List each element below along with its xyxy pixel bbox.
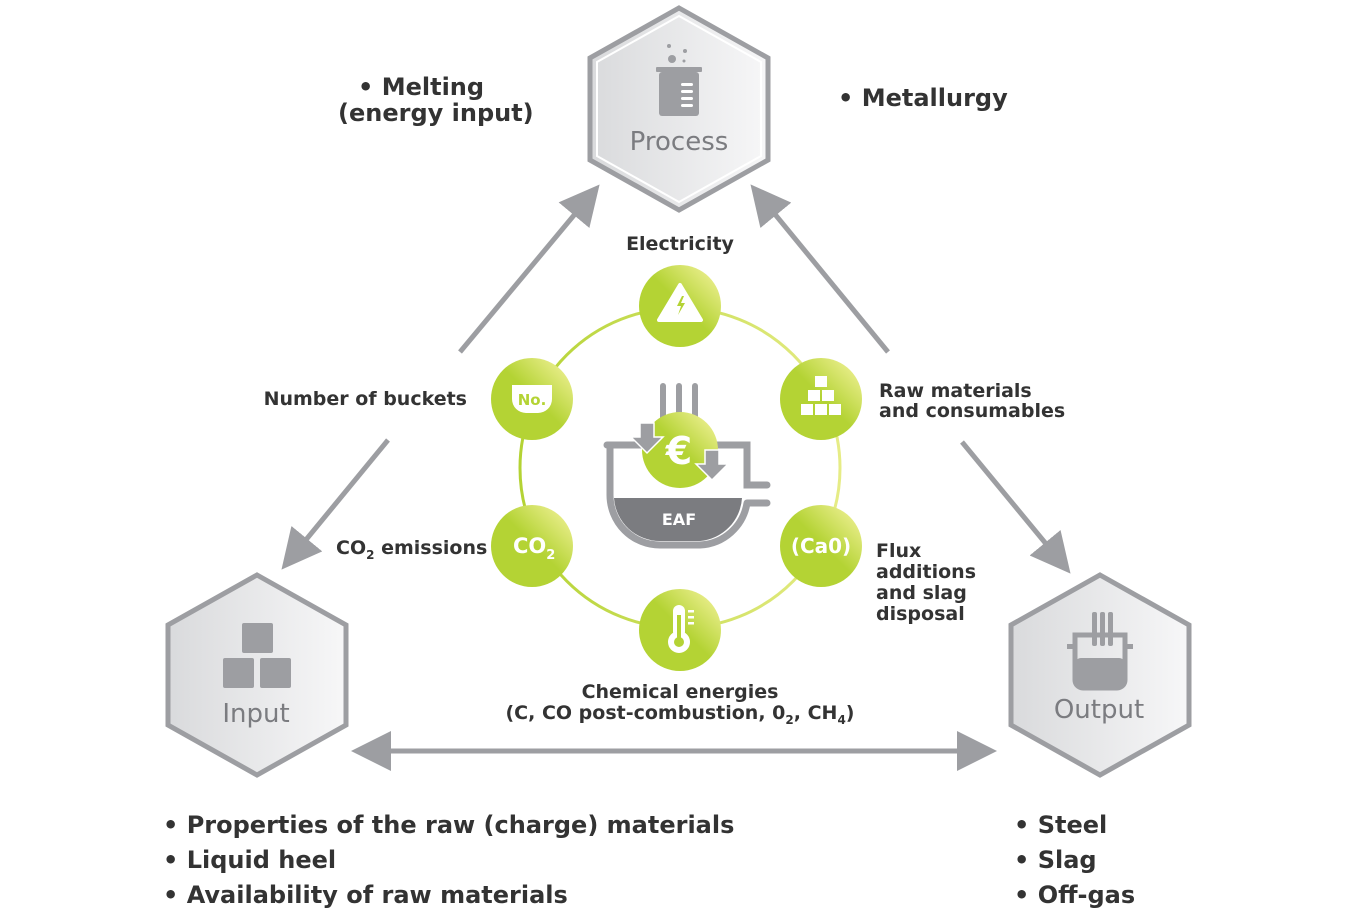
eaf-label: EAF [662,510,696,529]
bucket-icon [512,385,552,413]
euro-icon: € [665,429,692,473]
input-list: • Properties of the raw (charge) materia… [163,811,734,909]
hex-process-title: Process [630,127,729,157]
note-energy-input: (energy input) [338,99,534,127]
eaf-icon: EAF € [603,383,771,549]
list-item: • Slag [1014,846,1097,874]
cubes-icon [223,623,291,688]
hex-input-title: Input [222,699,289,729]
list-item: • Properties of the raw (charge) materia… [163,811,734,839]
furnace-icon [1067,612,1133,691]
label-raw-1: Raw materials [879,380,1032,402]
label-raw-2: and consumables [879,400,1065,422]
beaker-icon [656,44,702,116]
list-item: • Steel [1014,811,1107,839]
hex-output: Output [1008,572,1192,778]
node-cao: (Ca0) Flux additions and slag disposal [780,505,976,625]
label-flux-4: disposal [876,603,965,625]
node-raw-materials: Raw materials and consumables [780,358,1065,440]
label-flux-3: and slag [876,582,967,604]
arrow-to-process-right [750,184,890,354]
hex-process: Process [587,5,771,213]
arrow-to-output [960,440,1071,574]
list-item: • Off-gas [1014,881,1135,909]
arrow-to-input [281,438,390,570]
label-co2: CO2 emissions [336,537,487,562]
node-electricity: Electricity [626,233,735,347]
blocks-icon [801,376,841,415]
node-co2: CO2 CO2 emissions [336,505,573,587]
label-electricity: Electricity [626,233,734,255]
co2-icon: CO2 [513,534,555,563]
node-buckets: No. Number of buckets [264,358,573,440]
thermometer-icon [668,605,694,653]
label-chem-2: (C, CO post-combustion, 02, CH4) [506,702,855,727]
label-flux-1: Flux [876,540,921,562]
note-metallurgy: • Metallurgy [838,84,1008,112]
cao-icon: (Ca0) [791,534,851,558]
label-flux-2: additions [876,561,976,583]
hex-output-title: Output [1054,695,1144,725]
node-chemical: Chemical energies (C, CO post-combustion… [506,589,855,727]
down-arrow-icon [694,449,730,482]
label-buckets: Number of buckets [264,388,467,410]
note-melting: • Melting [358,73,484,101]
output-list: • Steel • Slag • Off-gas [1014,811,1135,909]
svg-text:No.: No. [518,391,547,409]
down-arrow-icon [629,422,665,455]
list-item: • Liquid heel [163,846,336,874]
arrow-to-process-left [458,184,600,354]
hex-input: Input [165,572,349,778]
label-chem-1: Chemical energies [582,681,779,703]
list-item: • Availability of raw materials [163,881,568,909]
arrows [281,184,1071,771]
